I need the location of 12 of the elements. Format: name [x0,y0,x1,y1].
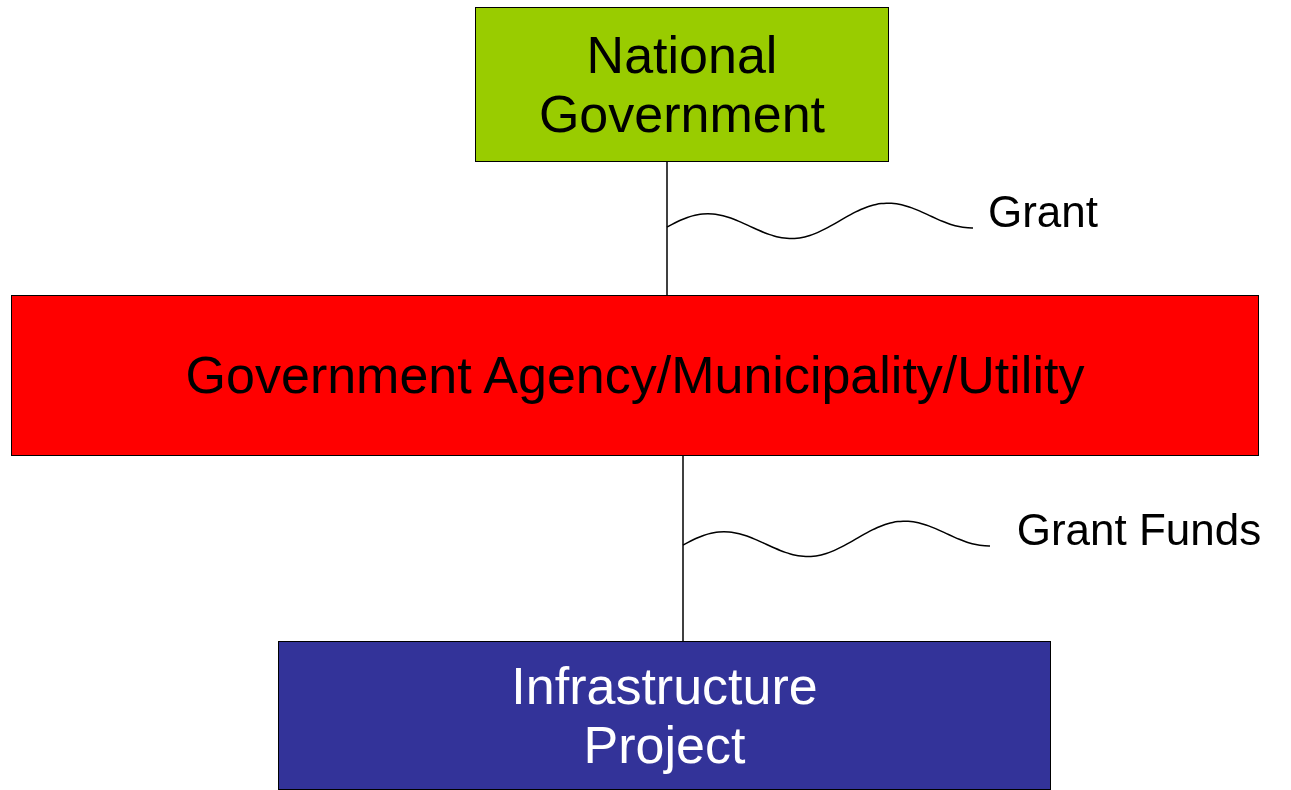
process-box [11,295,1259,456]
node-label: Government Agency/Municipality/Utility [185,346,1085,405]
process-box [475,7,889,162]
process-box [278,641,1051,790]
callout-label: Grant [987,187,1098,237]
node-label: Infrastructure Project [510,657,819,774]
connector-line [682,455,684,642]
connector-line [666,161,668,296]
node-label: National Government [537,26,827,143]
leader-line [666,202,974,240]
leader-line [682,520,991,558]
callout-label: Grant Funds [1016,505,1262,555]
